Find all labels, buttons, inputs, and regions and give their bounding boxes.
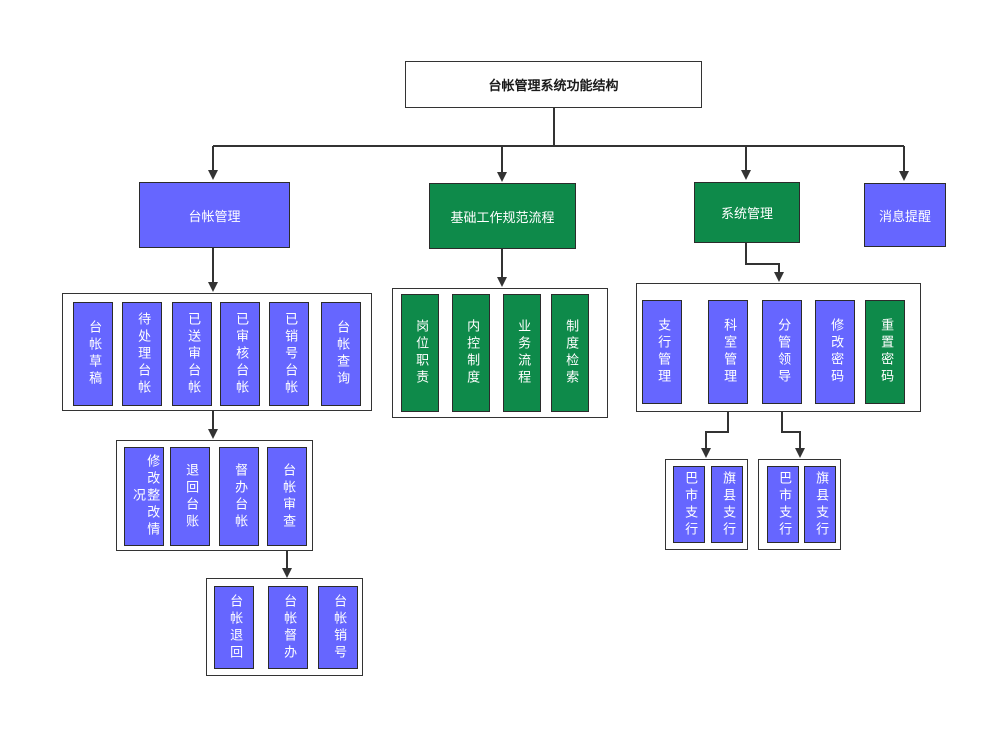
arrow-to-leader-items bbox=[781, 404, 805, 458]
leader-item: 巴市支行 bbox=[767, 466, 799, 543]
ledger-item: 台帐草稿 bbox=[73, 302, 113, 406]
workflow-item: 岗位职责 bbox=[401, 294, 439, 412]
system-item: 支行管理 bbox=[642, 300, 682, 404]
system-item: 重置密码 bbox=[865, 300, 905, 404]
workflow-item: 制度检索 bbox=[551, 294, 589, 412]
ledger-item: 已销号台帐 bbox=[269, 302, 309, 406]
dept-item: 巴市支行 bbox=[673, 466, 705, 543]
module-message-reminder: 消息提醒 bbox=[864, 183, 946, 247]
leader-item: 旗县支行 bbox=[804, 466, 836, 543]
arrow-to-dept-items bbox=[701, 404, 729, 458]
workflow-item: 业务流程 bbox=[503, 294, 541, 412]
ledger-item: 已送审台帐 bbox=[172, 302, 212, 406]
review-item: 台帐销号 bbox=[318, 586, 358, 669]
module-system-management: 系统管理 bbox=[694, 182, 800, 243]
module-ledger-management: 台帐管理 bbox=[139, 182, 290, 248]
pending-item: 督办台帐 bbox=[219, 447, 259, 546]
pending-item: 台帐审查 bbox=[267, 447, 307, 546]
dept-item: 旗县支行 bbox=[711, 466, 743, 543]
pending-item: 修改整改情况 bbox=[124, 447, 164, 546]
arrow-to-system-items bbox=[745, 243, 784, 282]
workflow-item: 内控制度 bbox=[452, 294, 490, 412]
ledger-item: 台帐查询 bbox=[321, 302, 361, 406]
ledger-item: 已审核台帐 bbox=[220, 302, 260, 406]
ledger-item: 待处理台帐 bbox=[122, 302, 162, 406]
review-item: 台帐督办 bbox=[268, 586, 308, 669]
module-workflow-standards: 基础工作规范流程 bbox=[429, 183, 576, 249]
system-item: 科室管理 bbox=[708, 300, 748, 404]
ledger-items-group bbox=[62, 293, 372, 411]
diagram-title: 台帐管理系统功能结构 bbox=[405, 61, 702, 108]
system-item: 分管领导 bbox=[762, 300, 802, 404]
pending-item: 退回台账 bbox=[170, 447, 210, 546]
review-item: 台帐退回 bbox=[214, 586, 254, 669]
system-item: 修改密码 bbox=[815, 300, 855, 404]
